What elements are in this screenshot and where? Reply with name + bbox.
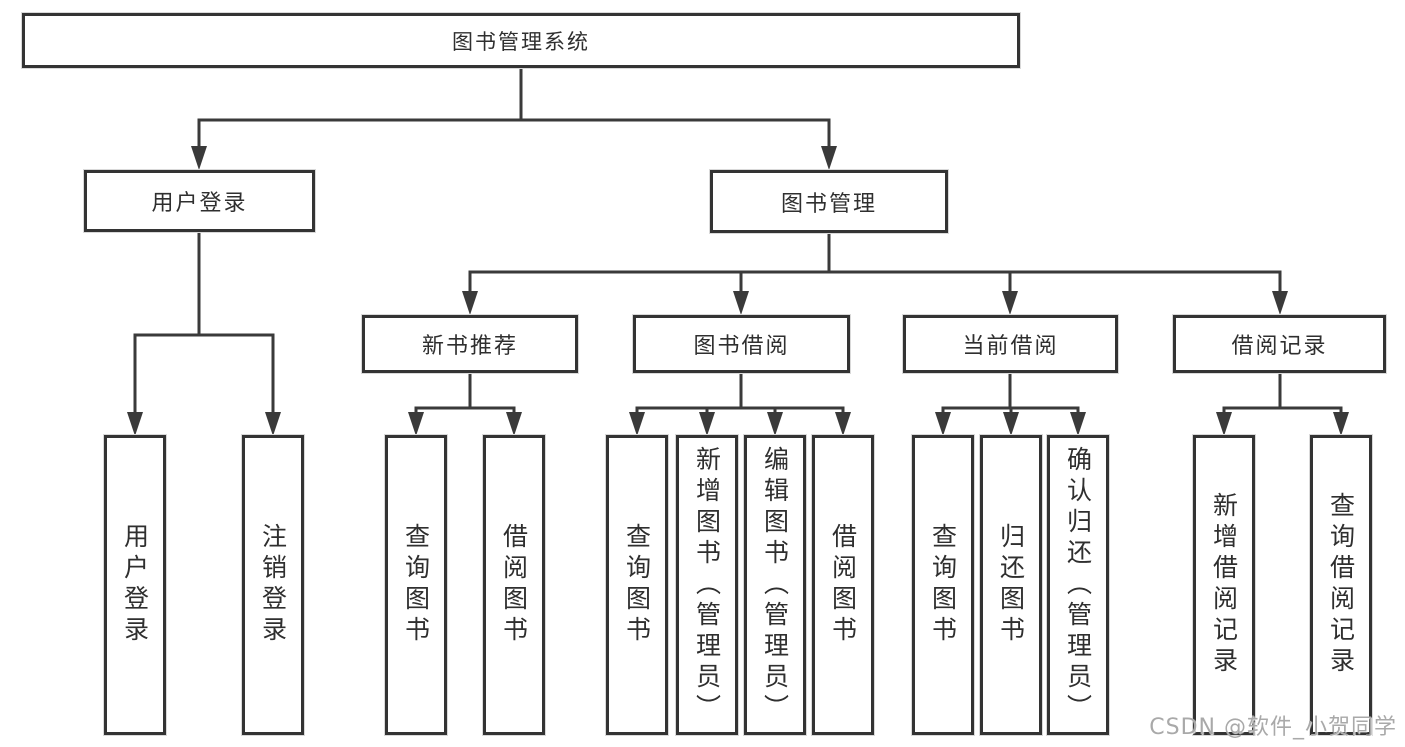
csdn-watermark: CSDN @软件_小贺同学 bbox=[1149, 715, 1397, 740]
leaf-borrow-books-borrowing: 借阅图书 bbox=[812, 435, 874, 735]
node-label: 编辑图书（管理员） bbox=[760, 445, 790, 725]
node-label: 查询图书 bbox=[401, 523, 431, 647]
node-label: 借阅记录 bbox=[1231, 334, 1328, 359]
arrowheads bbox=[127, 146, 1349, 436]
node-label: 新增图书（管理员） bbox=[692, 445, 722, 725]
node-book-borrowing: 图书借阅 bbox=[633, 315, 850, 373]
node-label: 图书借阅 bbox=[693, 334, 790, 359]
node-label: 查询借阅记录 bbox=[1326, 492, 1356, 678]
node-label: 借阅图书 bbox=[828, 523, 858, 647]
leaf-logout: 注销登录 bbox=[242, 435, 304, 735]
leaf-borrow-books-recommend: 借阅图书 bbox=[483, 435, 545, 735]
node-current-borrowing: 当前借阅 bbox=[903, 315, 1118, 373]
leaf-return-books: 归还图书 bbox=[980, 435, 1042, 735]
leaf-query-books-borrowing: 查询图书 bbox=[606, 435, 668, 735]
node-label: 确认归还（管理员） bbox=[1063, 445, 1093, 725]
leaf-add-borrow-record: 新增借阅记录 bbox=[1193, 435, 1255, 735]
node-label: 图书管理 bbox=[780, 191, 877, 217]
leaf-add-books-admin: 新增图书（管理员） bbox=[676, 435, 738, 735]
leaf-query-borrow-record: 查询借阅记录 bbox=[1310, 435, 1372, 735]
node-label: 查询图书 bbox=[928, 523, 958, 647]
node-new-book-recommendation: 新书推荐 bbox=[362, 315, 578, 373]
node-label: 图书管理系统 bbox=[452, 29, 590, 54]
node-label: 新书推荐 bbox=[421, 334, 518, 359]
node-label: 当前借阅 bbox=[962, 334, 1059, 359]
node-book-management: 图书管理 bbox=[710, 170, 948, 233]
leaf-query-books-recommend: 查询图书 bbox=[385, 435, 447, 735]
node-label: 借阅图书 bbox=[499, 523, 529, 647]
node-label: 用户登录 bbox=[120, 523, 150, 647]
node-label: 用户登录 bbox=[151, 191, 248, 216]
node-label: 注销登录 bbox=[258, 523, 288, 647]
node-label: 查询图书 bbox=[622, 523, 652, 647]
node-user-login: 用户登录 bbox=[84, 170, 315, 232]
leaf-user-login: 用户登录 bbox=[104, 435, 166, 735]
node-label: 归还图书 bbox=[996, 523, 1026, 647]
node-label: 新增借阅记录 bbox=[1209, 492, 1239, 678]
node-borrowing-records: 借阅记录 bbox=[1173, 315, 1386, 373]
leaf-confirm-return-admin: 确认归还（管理员） bbox=[1047, 435, 1109, 735]
leaf-query-books-current: 查询图书 bbox=[912, 435, 974, 735]
node-library-management-system: 图书管理系统 bbox=[22, 13, 1020, 68]
leaf-edit-books-admin: 编辑图书（管理员） bbox=[744, 435, 806, 735]
